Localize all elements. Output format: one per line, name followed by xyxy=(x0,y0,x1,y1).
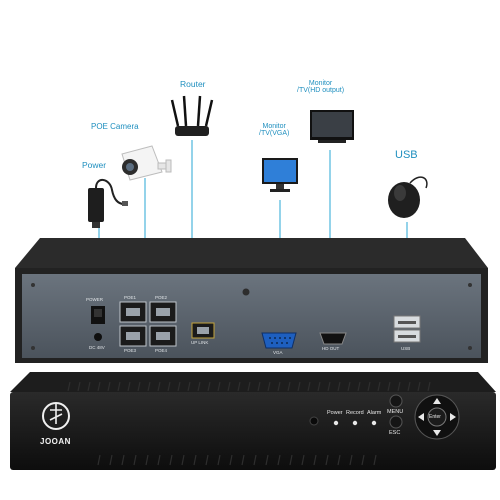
alarm-led xyxy=(371,420,377,426)
enter-label: Enter xyxy=(429,414,441,420)
record-led xyxy=(352,420,358,426)
dc-port-label: DC 48V xyxy=(89,345,105,350)
poe4-label: POE4 xyxy=(155,348,168,353)
vga-port-label: VGA xyxy=(273,350,283,355)
enter-button[interactable] xyxy=(427,407,447,427)
poe-camera-label: POE Camera xyxy=(91,122,139,131)
vga-port xyxy=(261,332,297,349)
power-led xyxy=(333,420,339,426)
vent-grille xyxy=(67,381,431,392)
router-label: Router xyxy=(180,79,206,89)
monitor-vga-label: Monitor /TV(VGA) xyxy=(259,123,290,138)
power-port-label: POWER xyxy=(86,297,104,302)
usb-mouse-icon xyxy=(388,176,428,218)
bottom-vent-grille xyxy=(97,454,377,466)
menu-label: MENU xyxy=(387,409,404,415)
jooan-logo-icon xyxy=(42,402,70,430)
dc-jack xyxy=(94,333,102,341)
power-label: Power xyxy=(82,160,107,170)
esc-label: ESC xyxy=(389,430,401,436)
usb-port-label: USB xyxy=(401,346,411,351)
alarm-led-label: Alarm xyxy=(367,410,382,416)
power-led-label: Power xyxy=(327,410,343,416)
arrow-left-icon[interactable] xyxy=(418,413,424,421)
uplink-label: UP LINK xyxy=(191,340,209,345)
poe-ports xyxy=(119,301,177,347)
front-panel xyxy=(10,392,496,470)
hd-out-label: HD OUT xyxy=(322,346,340,351)
hd-monitor-icon xyxy=(310,110,354,143)
ir-receiver xyxy=(309,416,319,426)
arrow-right-icon[interactable] xyxy=(450,413,456,421)
arrow-down-icon[interactable] xyxy=(433,430,441,436)
poe-camera-icon xyxy=(121,145,172,181)
vga-monitor-icon xyxy=(262,158,298,192)
record-led-label: Record xyxy=(346,410,364,416)
hd-out-port xyxy=(319,332,347,345)
arrow-up-icon[interactable] xyxy=(433,398,441,404)
monitor-hd-label: Monitor /TV(HD output) xyxy=(297,80,345,95)
esc-button[interactable] xyxy=(389,415,403,429)
poe1-label: POE1 xyxy=(124,295,137,300)
front-top-bevel xyxy=(10,372,496,392)
menu-button[interactable] xyxy=(389,394,403,408)
poe2-label: POE2 xyxy=(155,295,168,300)
ground-screw xyxy=(242,288,250,296)
power-adapter-icon xyxy=(88,179,128,228)
poe3-label: POE3 xyxy=(124,348,137,353)
router-icon xyxy=(170,95,214,136)
usb-label: USB xyxy=(395,149,418,161)
brand-name: JOOAN xyxy=(40,437,71,446)
